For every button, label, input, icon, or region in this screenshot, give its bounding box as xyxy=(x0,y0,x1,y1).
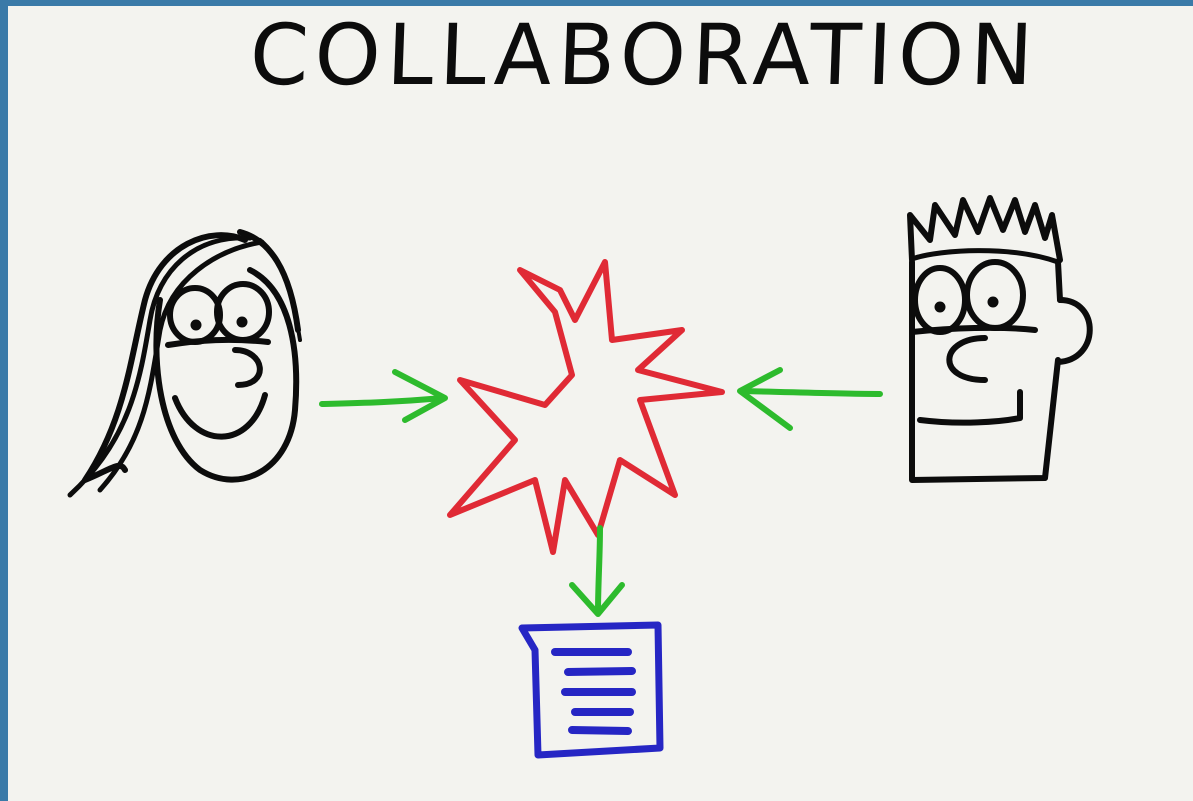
person-right-icon xyxy=(907,195,1093,483)
arrow-burst-to-document xyxy=(569,525,625,617)
person-left-icon xyxy=(67,229,302,498)
explosion-burst-icon xyxy=(447,259,725,555)
document-icon xyxy=(518,621,664,759)
arrow-right-to-burst xyxy=(737,367,883,431)
arrow-left-to-burst xyxy=(319,369,448,423)
